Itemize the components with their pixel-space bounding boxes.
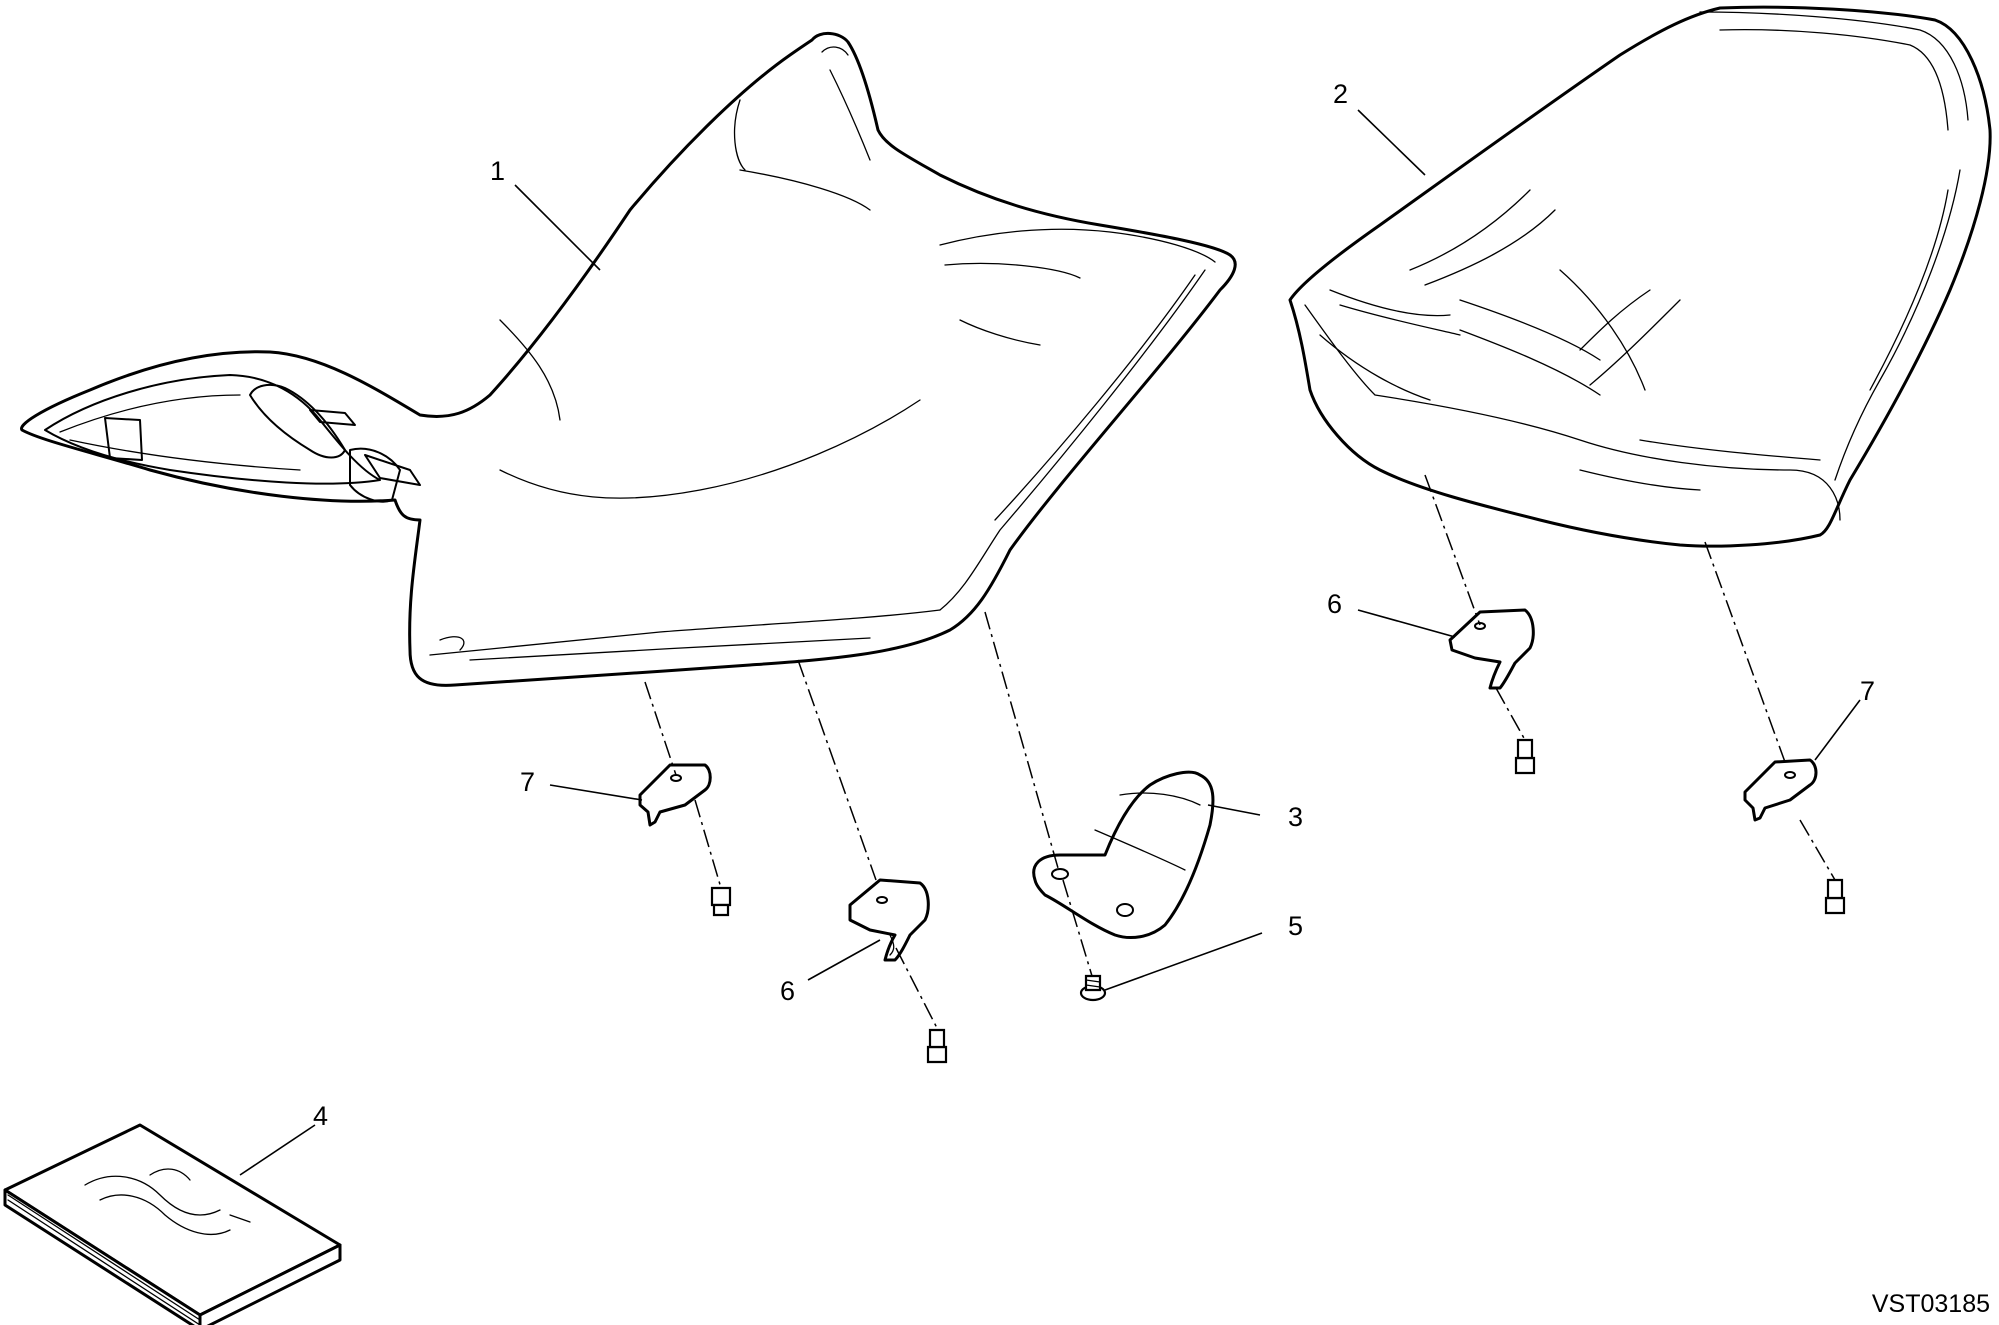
callout-6-left: 6	[780, 976, 795, 1006]
seat-bracket[interactable]	[1032, 770, 1215, 939]
leader-lines	[239, 109, 1861, 1176]
callout-1: 1	[490, 156, 505, 186]
callout-2: 2	[1333, 79, 1348, 109]
hook-clip-left-upper[interactable]	[638, 763, 712, 827]
screw-left-7[interactable]	[710, 886, 732, 917]
callout-labels: 1 2 3 4 5 6 6 7 7	[313, 79, 1875, 1131]
callout-4: 4	[313, 1101, 328, 1131]
document-id: VST03185	[1872, 1290, 1990, 1318]
hook-clip-right[interactable]	[1448, 608, 1535, 690]
manual-booklet[interactable]	[3, 1123, 342, 1325]
passenger-seat[interactable]	[1288, 5, 1992, 548]
hook-clip-left[interactable]	[848, 878, 930, 962]
screw-washer[interactable]	[1079, 974, 1107, 1002]
callout-7-right: 7	[1860, 676, 1875, 706]
callout-6-right: 6	[1327, 589, 1342, 619]
screw-right-7[interactable]	[1824, 878, 1846, 915]
callout-3: 3	[1288, 802, 1303, 832]
assembly-axes	[644, 474, 1836, 1031]
screw-left-6[interactable]	[926, 1028, 948, 1064]
hook-clip-right-lower[interactable]	[1743, 758, 1818, 822]
screw-right-6[interactable]	[1514, 738, 1536, 775]
callout-5: 5	[1288, 911, 1303, 941]
callout-7-left: 7	[520, 767, 535, 797]
rider-seat[interactable]	[20, 32, 1237, 687]
